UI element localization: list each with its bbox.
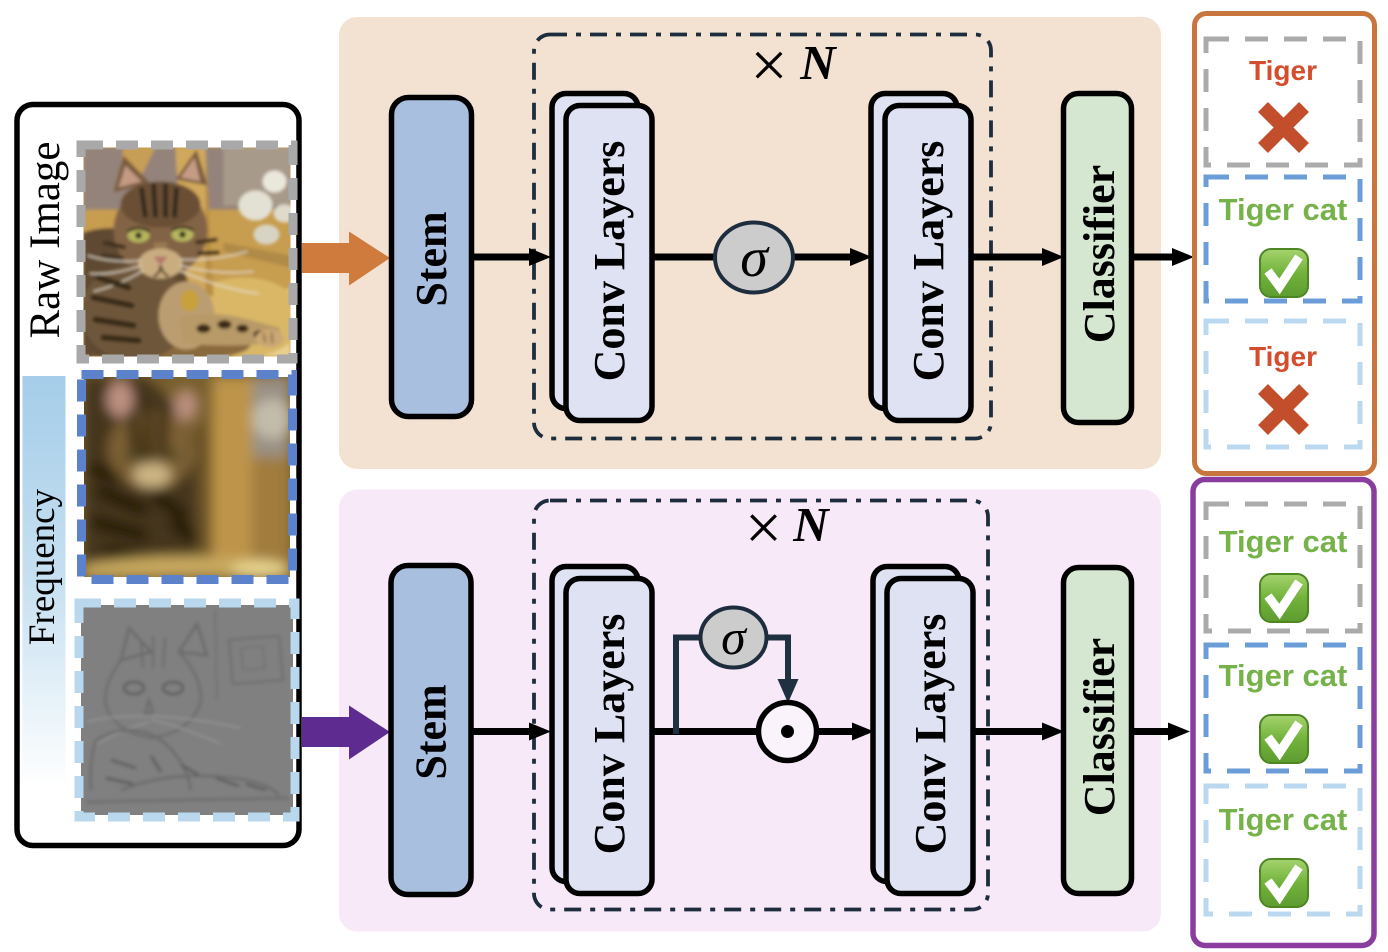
- svg-text:Conv Layers: Conv Layers: [904, 141, 953, 382]
- svg-text:×: ×: [745, 492, 782, 565]
- svg-text:Tiger cat: Tiger cat: [1219, 524, 1348, 559]
- svg-text:Conv Layers: Conv Layers: [585, 614, 634, 855]
- svg-text:Conv Layers: Conv Layers: [906, 614, 955, 855]
- svg-text:σ: σ: [721, 609, 748, 665]
- svg-text:Raw Image: Raw Image: [22, 141, 69, 338]
- svg-text:N: N: [799, 35, 837, 90]
- svg-text:Stem: Stem: [407, 211, 456, 306]
- svg-text:Tiger cat: Tiger cat: [1219, 802, 1348, 837]
- svg-text:Conv Layers: Conv Layers: [585, 141, 634, 382]
- svg-text:σ: σ: [740, 227, 770, 289]
- svg-text:Tiger cat: Tiger cat: [1219, 192, 1348, 227]
- svg-text:Frequency: Frequency: [22, 488, 63, 645]
- svg-text:Tiger cat: Tiger cat: [1219, 658, 1348, 693]
- svg-text:×: ×: [750, 29, 787, 102]
- svg-text:Tiger: Tiger: [1249, 55, 1317, 86]
- svg-text:Stem: Stem: [407, 684, 456, 779]
- svg-text:Classifier: Classifier: [1075, 165, 1124, 343]
- svg-text:Tiger: Tiger: [1249, 341, 1317, 372]
- svg-text:N: N: [792, 497, 830, 552]
- svg-text:Classifier: Classifier: [1075, 638, 1124, 816]
